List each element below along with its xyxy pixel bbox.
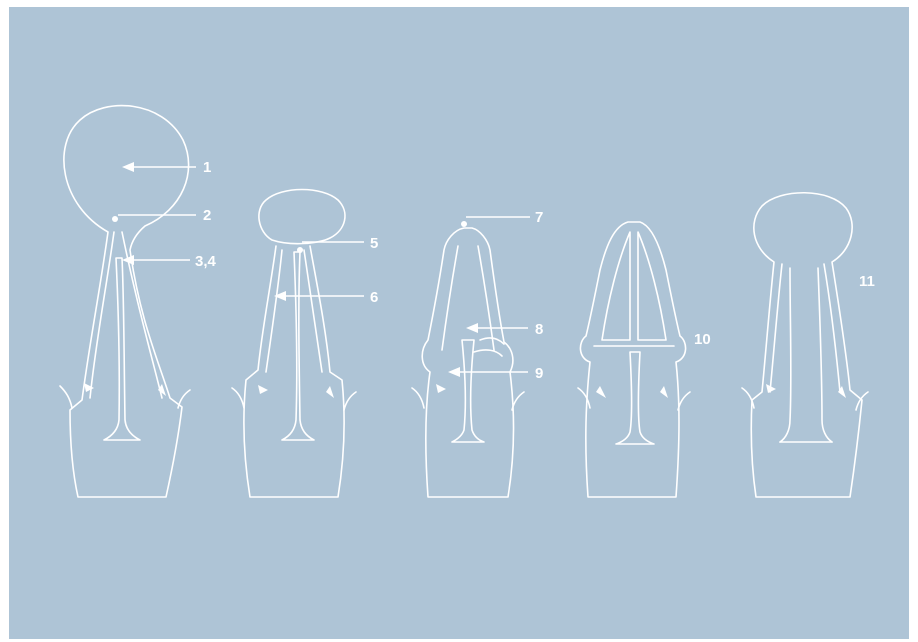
leader-arrows bbox=[112, 162, 530, 377]
stage-2-inner-right bbox=[304, 250, 322, 372]
stage-5-inner-right bbox=[824, 264, 840, 392]
stage-1-figure bbox=[60, 106, 190, 497]
label-10: 10 bbox=[694, 331, 711, 348]
stage-4-figure bbox=[578, 222, 690, 497]
label-3-4: 3,4 bbox=[195, 253, 217, 270]
stage-3-inner-left bbox=[442, 246, 458, 350]
label-2: 2 bbox=[203, 207, 211, 224]
label-6: 6 bbox=[370, 289, 378, 306]
stage-3-core bbox=[452, 340, 484, 442]
stage-1-left-curl bbox=[60, 386, 72, 408]
stage-5-body-outline bbox=[751, 193, 862, 497]
stage-3-left-curl bbox=[412, 388, 424, 408]
stage-3-body-outline bbox=[422, 228, 513, 497]
stage-2-left-curl bbox=[232, 388, 244, 408]
stage-3-fold bbox=[474, 338, 504, 356]
stage-2-figure bbox=[232, 190, 356, 498]
stage-2-cap-outline bbox=[259, 190, 345, 244]
stage-4-body-outline bbox=[580, 222, 685, 497]
stage-3-figure bbox=[412, 228, 524, 497]
stage-2-right-curl bbox=[344, 392, 356, 410]
stage-4-core bbox=[616, 352, 654, 444]
stage-1-inner-left bbox=[90, 232, 114, 398]
label-7: 7 bbox=[535, 209, 543, 226]
stage-2-body-outline bbox=[244, 246, 344, 497]
label-1: 1 bbox=[203, 159, 211, 176]
stage-4-right-chamber bbox=[638, 232, 666, 340]
stage-5-figure bbox=[742, 193, 868, 497]
label-9: 9 bbox=[535, 365, 543, 382]
stage-4-right-curl bbox=[678, 392, 690, 410]
stage-5-core-left bbox=[780, 268, 791, 442]
label-5: 5 bbox=[370, 235, 378, 252]
stage-5-core-right bbox=[818, 268, 832, 442]
stage-2-inner-left bbox=[266, 250, 282, 372]
label-8: 8 bbox=[535, 321, 543, 338]
stage-1-body-outline bbox=[64, 106, 189, 497]
stage-1-inner-right bbox=[122, 232, 162, 398]
label-11: 11 bbox=[859, 273, 875, 290]
